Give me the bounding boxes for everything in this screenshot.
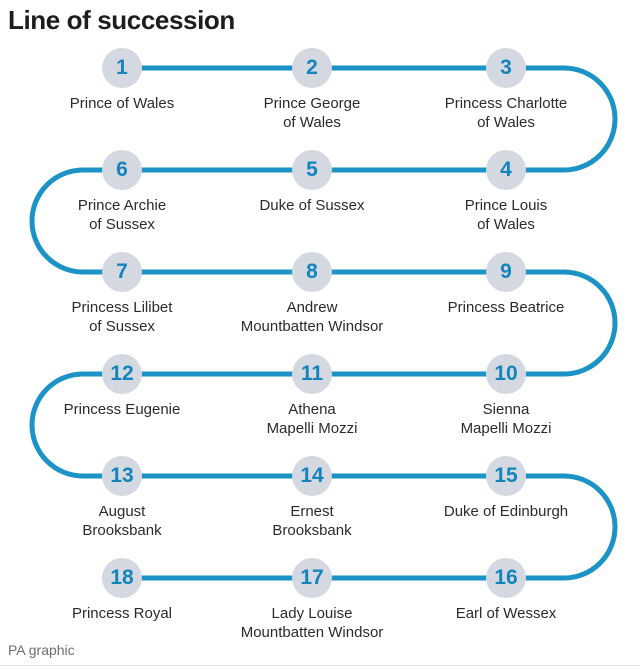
position-number-badge: 14: [292, 456, 332, 496]
position-number-badge: 12: [102, 354, 142, 394]
position-number-badge: 15: [486, 456, 526, 496]
position-number-badge: 11: [292, 354, 332, 394]
position-number-badge: 4: [486, 150, 526, 190]
page-title: Line of succession: [8, 5, 235, 35]
person-name: Andrew Mountbatten Windsor: [240, 299, 384, 335]
position-number-badge: 18: [102, 558, 142, 598]
person-name: Ernest Brooksbank: [272, 503, 352, 539]
position-number-badge: 9: [486, 252, 526, 292]
position-number-badge: 1: [102, 48, 142, 88]
person-name: Athena Mapelli Mozzi: [266, 401, 358, 437]
serpentine-line: [29, 65, 618, 581]
position-number-badge: 3: [486, 48, 526, 88]
position-number-badge: 10: [486, 354, 526, 394]
person-name: Princess Charlotte of Wales: [444, 95, 568, 131]
person-name: Prince Archie of Sussex: [77, 197, 167, 233]
position-number-badge: 8: [292, 252, 332, 292]
position-number-badge: 17: [292, 558, 332, 598]
person-name: Duke of Sussex: [259, 197, 365, 214]
person-name: Earl of Wessex: [455, 605, 557, 622]
position-number-badge: 5: [292, 150, 332, 190]
person-name: Princess Lilibet of Sussex: [71, 299, 173, 335]
person-name: August Brooksbank: [82, 503, 162, 539]
position-number-badge: 7: [102, 252, 142, 292]
position-number-badge: 16: [486, 558, 526, 598]
position-number-badge: 13: [102, 456, 142, 496]
person-name: Prince George of Wales: [263, 95, 361, 131]
position-number-badge: 6: [102, 150, 142, 190]
person-name: Princess Royal: [71, 605, 173, 622]
person-name: Lady Louise Mountbatten Windsor: [240, 605, 384, 641]
person-name: Prince of Wales: [69, 95, 175, 112]
credit-label: PA graphic: [8, 642, 75, 658]
position-number-badge: 2: [292, 48, 332, 88]
person-name: Prince Louis of Wales: [464, 197, 548, 233]
person-name: Duke of Edinburgh: [443, 503, 569, 520]
person-name: Sienna Mapelli Mozzi: [460, 401, 552, 437]
person-name: Princess Eugenie: [63, 401, 181, 418]
person-name: Princess Beatrice: [447, 299, 565, 316]
